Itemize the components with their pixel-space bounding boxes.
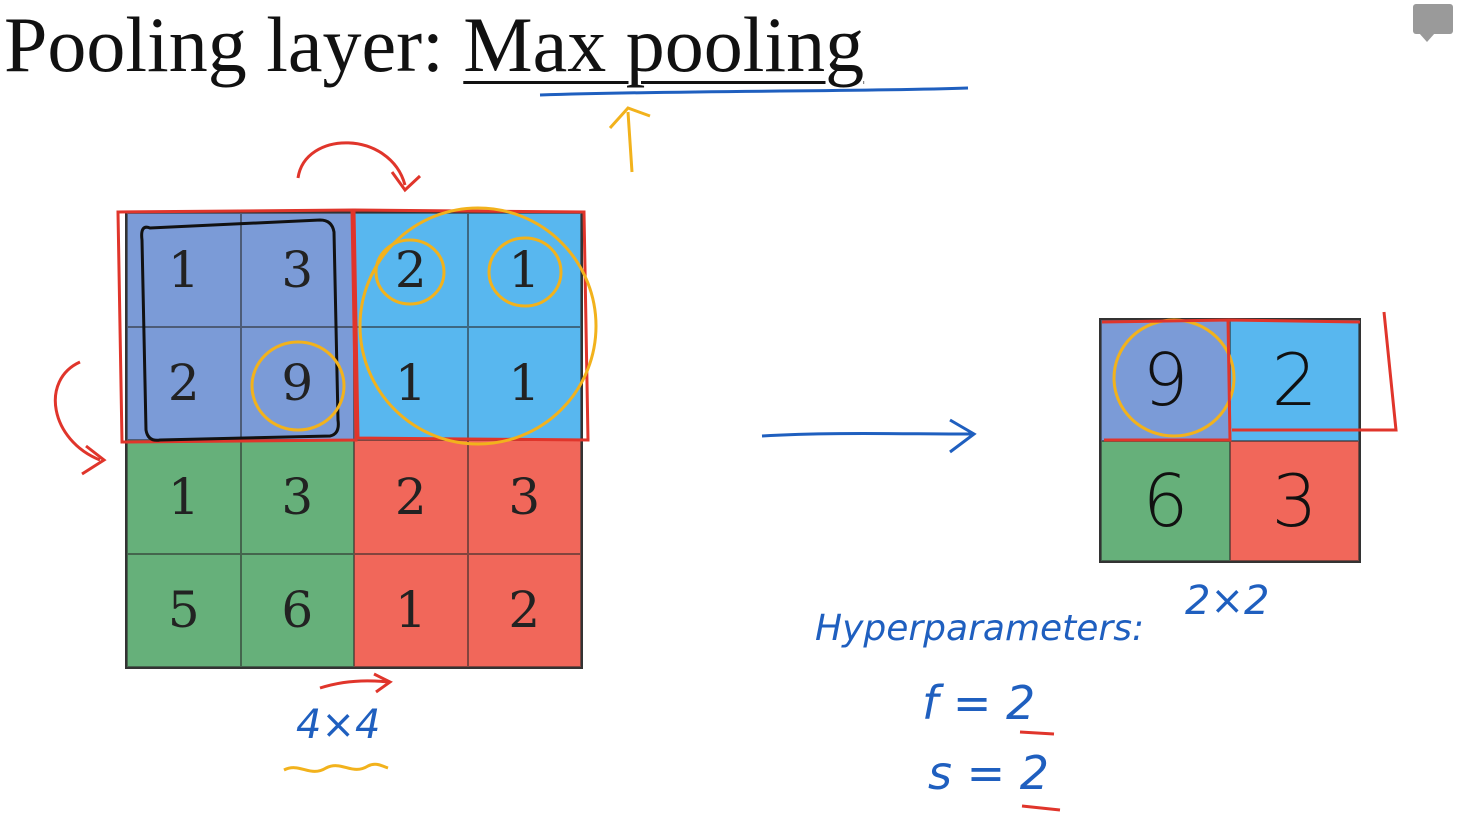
- input-cell: 2: [127, 326, 241, 440]
- blue-arrow-right: [761, 418, 977, 454]
- output-cell: 2: [1230, 320, 1359, 441]
- orange-squiggle: [283, 762, 389, 773]
- input-cell: 2: [467, 553, 581, 667]
- red-underline-f: [1019, 730, 1055, 736]
- stride-line: s = 2: [928, 746, 1050, 800]
- slide-title: Pooling layer: Max pooling: [4, 2, 864, 88]
- input-cell: 1: [354, 553, 468, 667]
- output-cell: 3: [1230, 440, 1359, 561]
- input-cell: 3: [467, 440, 581, 554]
- input-cell: 5: [127, 553, 241, 667]
- comment-icon[interactable]: [1413, 4, 1453, 42]
- input-cell: 2: [354, 213, 468, 327]
- red-arrow-bottom: [319, 672, 393, 694]
- input-cell: 9: [240, 326, 354, 440]
- red-curve-arrow-top: [296, 141, 422, 193]
- hyperparameters-heading: Hyperparameters:: [815, 608, 1145, 649]
- input-cell: 3: [240, 440, 354, 554]
- output-matrix-2x2: 9 2 6 3: [1099, 318, 1361, 563]
- orange-up-arrow: [608, 106, 651, 173]
- input-cell: 1: [467, 213, 581, 327]
- input-cell: 1: [127, 440, 241, 554]
- input-cell: 3: [240, 213, 354, 327]
- input-matrix-4x4: 1 3 2 1 2 9 1 1 1 3 2 3 5 6 1 2: [125, 211, 583, 669]
- input-cell: 1: [354, 326, 468, 440]
- input-size-label: 4×4: [296, 702, 381, 748]
- title-prefix: Pooling layer:: [4, 1, 464, 88]
- red-curve-arrow-left: [53, 360, 107, 476]
- output-cell: 6: [1101, 440, 1230, 561]
- red-underline-s: [1021, 804, 1061, 812]
- input-cell: 1: [127, 213, 241, 327]
- output-cell: 9: [1101, 320, 1230, 441]
- output-size-label: 2×2: [1185, 578, 1270, 624]
- input-cell: 2: [354, 440, 468, 554]
- title-underline-stroke: [539, 86, 969, 97]
- input-cell: 1: [467, 326, 581, 440]
- title-highlight: Max pooling: [463, 1, 865, 88]
- filter-size-line: f = 2: [922, 676, 1036, 730]
- input-cell: 6: [240, 553, 354, 667]
